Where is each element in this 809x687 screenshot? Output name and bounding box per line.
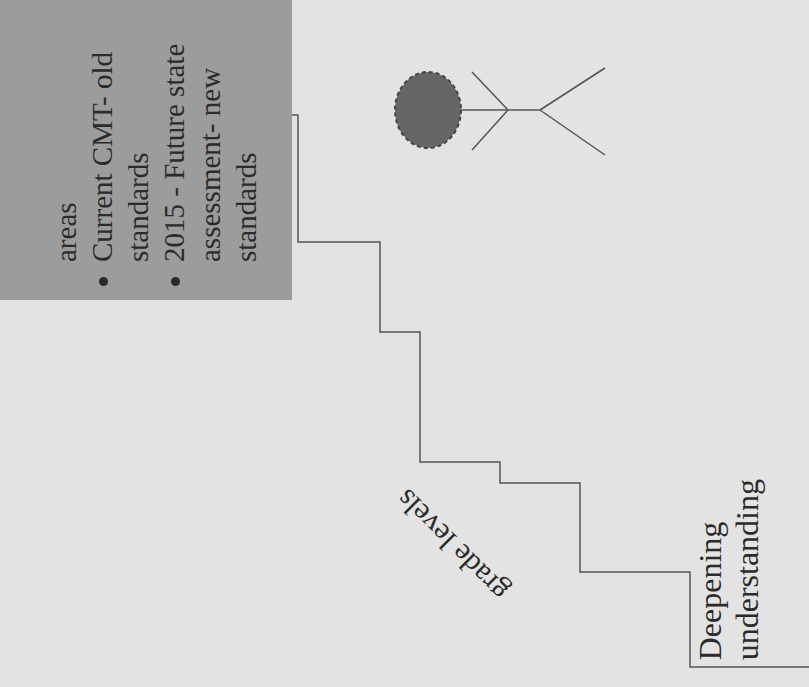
rotated-content: areasCurrent CMT- old standards2015 - Fu… [0,0,292,300]
figure-head [395,72,461,148]
axis-label: grade levels [389,482,515,608]
figure-arm [472,110,508,150]
figure-body [461,109,540,111]
figure-leg [540,68,605,110]
bullet-list: areasCurrent CMT- old standards2015 - Fu… [48,6,264,290]
axis-label: Deepening understanding [691,436,765,661]
bullet-item: Current CMT- old standards [84,6,156,262]
bullet-item: 2015 - Future state assessment- new stan… [156,6,264,262]
figure-arm [472,72,508,110]
figure-leg [540,110,605,155]
text-panel: areasCurrent CMT- old standards2015 - Fu… [0,0,292,300]
list-continuation: areas [48,6,84,262]
